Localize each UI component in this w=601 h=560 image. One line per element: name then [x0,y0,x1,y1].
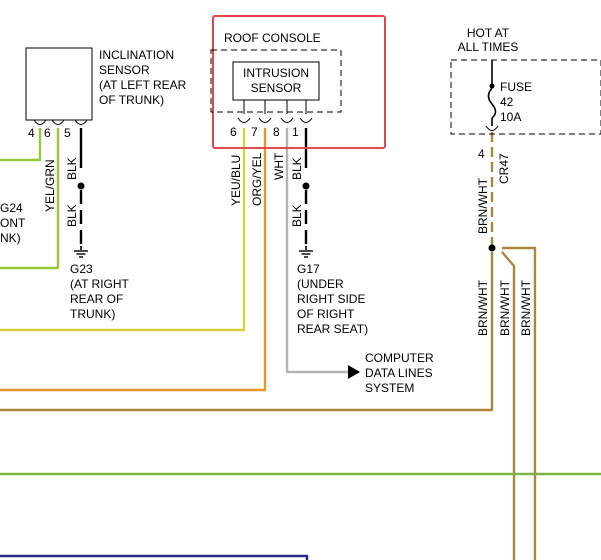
svg-text:TRUNK): TRUNK) [70,307,115,321]
bus-blue [0,554,309,560]
wire-yel-blu [0,128,246,332]
wire-brn-wht-1 [0,252,494,412]
wire-label-brn-wht-3: BRN/WHT [498,279,512,336]
wire-pin4-green [0,128,42,162]
roof-console-dashed-box [210,49,342,113]
fuse-terminal [485,125,499,131]
fuse-block-dashed-box [450,59,601,135]
roof-console-pin-leads [237,100,313,123]
intrusion-sensor-line-1: INTRUSION [243,66,309,80]
inclination-sensor-label: INCLINATION SENSOR (AT LEFT REAR OF TRUN… [99,48,187,107]
fuse-icon [487,87,497,119]
wire-label-wht: WHT [272,152,286,180]
splice-dot-brn [488,244,496,252]
svg-text:(AT LEFT REAR: (AT LEFT REAR [99,78,187,92]
svg-text:SYSTEM: SYSTEM [365,381,414,395]
arrow-to-computer [348,365,360,379]
svg-text:INCLINATION: INCLINATION [99,48,174,62]
svg-text:RIGHT SIDE: RIGHT SIDE [297,292,365,306]
ground-g17-icon [299,246,313,258]
fuse-node [489,83,495,89]
wire-label-blk-c: BLK [290,157,304,180]
wire-yel-grn [0,128,60,270]
ground-g23-icon [74,246,88,258]
wire-brn-wht-2 [501,251,516,560]
svg-text:COMPUTER: COMPUTER [365,351,434,365]
highlight-box [212,15,386,149]
wire-label-blk-a: BLK [65,157,79,180]
svg-text:REAR SEAT): REAR SEAT) [297,322,368,336]
fuse-line-1: FUSE [500,80,532,94]
inclination-pin-5: 5 [64,126,71,140]
wire-org-yel [0,128,267,392]
splice-dot-g17 [302,182,310,190]
cr47-pin: 4 [478,147,485,161]
computer-data-lines-label: COMPUTER DATA LINES SYSTEM [365,351,434,395]
roof-console-title: ROOF CONSOLE [224,31,321,45]
wire-label-brn-wht-1: BRN/WHT [476,177,490,234]
left-partial-label: G24 ONT NK) [0,201,26,245]
hot-at-line-1: HOT AT [467,26,510,40]
wire-label-org-yel: ORG/YEL [250,152,264,206]
wire-label-brn-wht-2: BRN/WHT [476,279,490,336]
wire-label-yel-grn: YEL/GRN [43,159,57,212]
inclination-pin-6: 6 [44,126,51,140]
svg-text:NK): NK) [0,231,21,245]
svg-text:(UNDER: (UNDER [297,277,344,291]
ground-g17-label: G17 (UNDER RIGHT SIDE OF RIGHT REAR SEAT… [297,262,368,336]
svg-text:OF RIGHT: OF RIGHT [297,307,355,321]
hot-at-line-2: ALL TIMES [458,40,519,54]
svg-text:G24: G24 [0,201,23,215]
splice-dot-g23 [77,182,85,190]
wire-label-blk-d: BLK [290,204,304,227]
cr47-label: CR47 [497,153,511,184]
wire-wht [285,128,348,374]
roof-pin-1: 1 [292,125,299,139]
wire-label-blk-b: BLK [65,204,79,227]
wire-label-yel-blu: YEU/BLU [229,155,243,206]
wire-label-brn-wht-4: BRN/WHT [519,279,533,336]
roof-pin-7: 7 [251,125,258,139]
inclination-pins [33,119,88,125]
svg-text:ONT: ONT [0,216,26,230]
roof-pin-6: 6 [230,125,237,139]
svg-text:(AT RIGHT: (AT RIGHT [70,277,130,291]
svg-text:G23: G23 [70,262,93,276]
roof-pin-8: 8 [273,125,280,139]
svg-text:G17: G17 [297,262,320,276]
intrusion-sensor-box [232,61,320,101]
inclination-sensor-box [25,47,93,121]
inclination-pin-4: 4 [28,126,35,140]
svg-text:DATA LINES: DATA LINES [365,366,433,380]
fuse-line-3: 10A [500,110,521,124]
svg-text:SENSOR: SENSOR [99,63,150,77]
intrusion-sensor-line-2: SENSOR [251,81,302,95]
fuse-line-2: 42 [500,95,514,109]
svg-text:REAR OF: REAR OF [70,292,123,306]
ground-g23-label: G23 (AT RIGHT REAR OF TRUNK) [70,262,130,321]
svg-text:OF TRUNK): OF TRUNK) [99,93,164,107]
wire-brn-wht-3 [502,246,537,560]
